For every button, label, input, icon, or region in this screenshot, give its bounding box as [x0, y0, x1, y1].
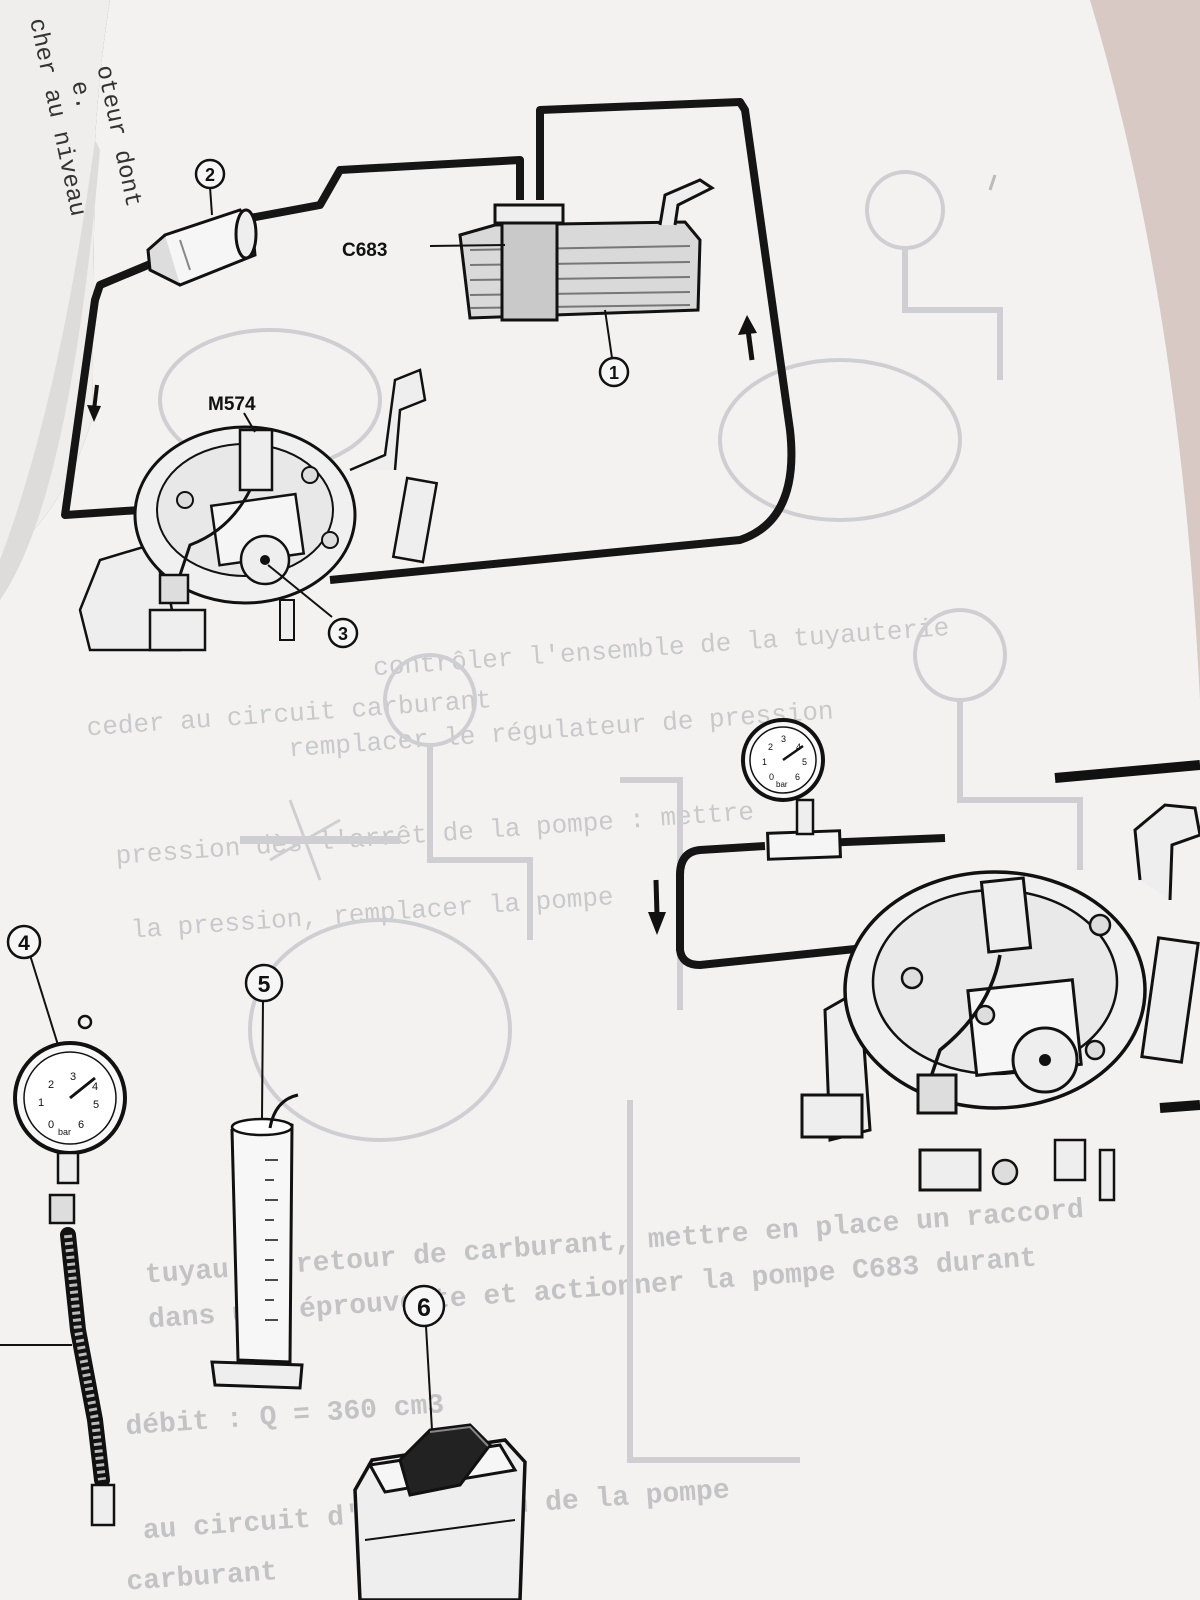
- right-gauge-tick-4: 4: [796, 742, 801, 752]
- fuel-filter: [146, 208, 258, 287]
- label-m574: M574: [208, 394, 256, 415]
- callout-5-text: 5: [258, 971, 271, 997]
- right-gauge-tick-0: 0: [769, 772, 774, 782]
- callout-6-text: 6: [417, 1294, 431, 1322]
- flow-arrow-down-icon-2: [648, 879, 666, 935]
- callout-6: 6: [402, 1284, 446, 1328]
- mounting-bracket: [349, 368, 427, 472]
- callout-2-text: 2: [205, 165, 215, 185]
- right-gauge-tick-2: 2: [768, 742, 773, 752]
- page-spine-shadow: [0, 140, 100, 600]
- pipe-segment-right-lower: [1159, 1100, 1200, 1113]
- callout-3-leader: [267, 564, 333, 618]
- injector-bottom: [979, 876, 1033, 954]
- callout-1: 1: [598, 356, 630, 388]
- ghost-mark: [988, 174, 997, 191]
- pressure-gauge-right: 2 3 4 1 5 0 6 bar: [741, 718, 842, 861]
- callout-1-text: 1: [609, 363, 619, 383]
- label-c683-leader: [429, 244, 506, 247]
- tool-6-electrical-switch: [353, 1423, 527, 1600]
- mounting-bracket-bottom: [1133, 803, 1200, 901]
- left-page: [0, 0, 110, 560]
- callout-2: 2: [194, 158, 226, 190]
- fuel-line-left: [61, 256, 162, 519]
- gauge-tick-5: 5: [93, 1099, 99, 1111]
- fuel-tank: [458, 178, 715, 322]
- flow-arrow-up-icon: [738, 315, 757, 361]
- callout-5: 5: [244, 963, 284, 1003]
- callout-6-leader: [425, 1325, 433, 1431]
- gauge-tick-2: 2: [48, 1079, 54, 1091]
- tank-filler-neck: [658, 178, 715, 226]
- tool-4-pressure-gauge: 2 3 4 1 5 0 6 bar: [13, 1014, 127, 1527]
- switch-rocker: [398, 1423, 492, 1497]
- gauge-tick-0: 0: [48, 1119, 54, 1131]
- fuel-supply-pipe: [249, 156, 524, 222]
- fuel-return-pipe: [329, 98, 796, 584]
- gauge-tick-4: 4: [92, 1081, 98, 1093]
- tank-pump-module: [500, 218, 559, 322]
- right-gauge-tick-3: 3: [781, 734, 786, 744]
- callout-5-leader: [261, 999, 264, 1119]
- pipe-segment-right: [1054, 760, 1200, 783]
- left-text-line-2: e.: [64, 79, 96, 113]
- injector-connector-bottom: [916, 1073, 958, 1115]
- right-gauge-unit: bar: [776, 780, 788, 789]
- right-gauge-tick-6: 6: [795, 772, 800, 782]
- flow-arrow-down-icon: [87, 384, 101, 422]
- label-m574-leader: [243, 412, 256, 433]
- injector-connector: [158, 573, 190, 605]
- gauge-tick-1: 1: [38, 1097, 44, 1109]
- right-gauge-tick-1: 1: [762, 757, 767, 767]
- callout-3-text: 3: [338, 624, 348, 644]
- right-gauge-tick-5: 5: [802, 757, 807, 767]
- gauge-unit: bar: [58, 1127, 71, 1137]
- injector-m574: [238, 428, 274, 492]
- callout-4-text: 4: [18, 932, 30, 955]
- callout-3: 3: [327, 617, 359, 649]
- gauge-tick-3: 3: [70, 1071, 76, 1083]
- label-c683: C683: [342, 240, 387, 261]
- callout-1-leader: [604, 309, 613, 359]
- callout-4-leader: [29, 954, 59, 1046]
- throttle-body-bottom: [800, 803, 1200, 1202]
- tank-cap: [493, 203, 565, 225]
- callout-2-leader: [209, 186, 213, 216]
- gauge-tick-6: 6: [78, 1119, 84, 1131]
- throttle-body-top: [78, 368, 439, 652]
- tool-5-measuring-cylinder: [210, 1093, 304, 1390]
- callout-4: 4: [6, 924, 42, 960]
